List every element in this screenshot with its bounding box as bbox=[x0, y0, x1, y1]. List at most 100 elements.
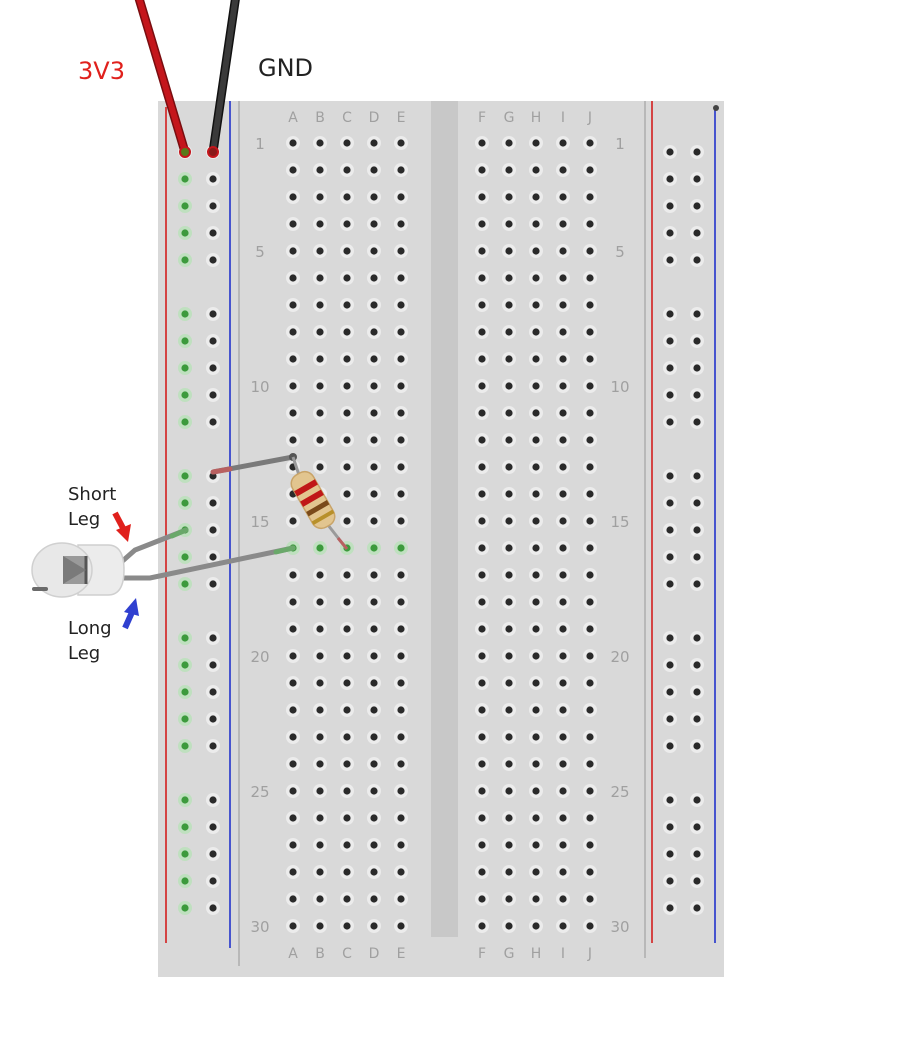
column-label: D bbox=[369, 110, 380, 126]
breadboard-hole bbox=[663, 172, 677, 186]
breadboard-hole bbox=[286, 433, 300, 447]
breadboard-hole bbox=[583, 838, 597, 852]
breadboard-hole bbox=[394, 406, 408, 420]
column-label: B bbox=[315, 110, 325, 126]
breadboard-hole bbox=[556, 541, 570, 555]
breadboard-hole bbox=[313, 433, 327, 447]
breadboard-hole bbox=[502, 919, 516, 933]
breadboard-hole bbox=[475, 433, 489, 447]
breadboard-hole bbox=[556, 784, 570, 798]
breadboard-hole bbox=[690, 874, 704, 888]
breadboard-hole bbox=[502, 514, 516, 528]
breadboard-hole bbox=[313, 244, 327, 258]
breadboard-hole bbox=[206, 901, 220, 915]
breadboard-hole-connected bbox=[178, 874, 192, 888]
breadboard-hole bbox=[475, 379, 489, 393]
breadboard-hole bbox=[367, 676, 381, 690]
breadboard-hole bbox=[502, 676, 516, 690]
row-label: 10 bbox=[250, 378, 269, 396]
breadboard-hole bbox=[313, 757, 327, 771]
breadboard-hole bbox=[583, 811, 597, 825]
breadboard-hole bbox=[340, 595, 354, 609]
breadboard-hole bbox=[556, 595, 570, 609]
breadboard-hole bbox=[340, 703, 354, 717]
power-wire-3v3-core bbox=[136, 0, 188, 155]
column-label: I bbox=[561, 110, 565, 126]
breadboard-hole bbox=[529, 757, 543, 771]
breadboard-holes bbox=[178, 136, 704, 933]
breadboard-hole bbox=[556, 568, 570, 582]
breadboard-hole bbox=[206, 334, 220, 348]
breadboard-hole bbox=[286, 649, 300, 663]
breadboard-hole bbox=[394, 892, 408, 906]
breadboard-hole bbox=[313, 379, 327, 393]
breadboard-hole bbox=[663, 847, 677, 861]
breadboard-hole bbox=[340, 757, 354, 771]
breadboard-hole bbox=[206, 172, 220, 186]
breadboard-hole bbox=[475, 514, 489, 528]
breadboard-hole bbox=[313, 352, 327, 366]
breadboard-hole-connected bbox=[178, 334, 192, 348]
breadboard-hole bbox=[583, 325, 597, 339]
breadboard-hole bbox=[286, 514, 300, 528]
breadboard-hole bbox=[556, 865, 570, 879]
breadboard-hole bbox=[394, 244, 408, 258]
breadboard-hole bbox=[663, 739, 677, 753]
breadboard-hole bbox=[663, 712, 677, 726]
breadboard-hole bbox=[367, 865, 381, 879]
breadboard-hole bbox=[529, 433, 543, 447]
breadboard-hole bbox=[367, 730, 381, 744]
breadboard-hole bbox=[663, 361, 677, 375]
breadboard-hole bbox=[690, 307, 704, 321]
breadboard-hole bbox=[367, 811, 381, 825]
breadboard-hole bbox=[583, 487, 597, 501]
breadboard-hole bbox=[529, 622, 543, 636]
breadboard-hole bbox=[313, 622, 327, 636]
breadboard-hole bbox=[583, 379, 597, 393]
breadboard-hole bbox=[286, 163, 300, 177]
breadboard-hole bbox=[583, 730, 597, 744]
breadboard-hole bbox=[206, 739, 220, 753]
breadboard-hole bbox=[502, 568, 516, 582]
breadboard-hole bbox=[475, 568, 489, 582]
breadboard-hole bbox=[394, 757, 408, 771]
column-label: G bbox=[504, 946, 515, 962]
row-label: 25 bbox=[250, 783, 269, 801]
row-label: 15 bbox=[610, 513, 629, 531]
breadboard-hole bbox=[583, 352, 597, 366]
breadboard-hole bbox=[529, 865, 543, 879]
breadboard-hole bbox=[286, 352, 300, 366]
breadboard-hole bbox=[394, 811, 408, 825]
breadboard-hole bbox=[286, 865, 300, 879]
breadboard-hole bbox=[502, 649, 516, 663]
breadboard-hole bbox=[583, 595, 597, 609]
breadboard-hole-connected bbox=[178, 172, 192, 186]
rail-end-clip bbox=[713, 105, 719, 111]
breadboard-hole bbox=[502, 811, 516, 825]
breadboard-hole bbox=[663, 550, 677, 564]
breadboard-hole bbox=[206, 874, 220, 888]
center-channel bbox=[431, 101, 458, 937]
breadboard-hole bbox=[529, 514, 543, 528]
breadboard-hole bbox=[556, 352, 570, 366]
breadboard-hole bbox=[663, 631, 677, 645]
column-label: H bbox=[531, 110, 542, 126]
breadboard-hole bbox=[583, 568, 597, 582]
breadboard-hole bbox=[690, 901, 704, 915]
row-label: 10 bbox=[610, 378, 629, 396]
breadboard-hole bbox=[556, 136, 570, 150]
breadboard-hole bbox=[340, 622, 354, 636]
breadboard-hole bbox=[502, 406, 516, 420]
breadboard-hole bbox=[556, 622, 570, 636]
breadboard-hole-connected bbox=[178, 658, 192, 672]
breadboard-hole bbox=[502, 433, 516, 447]
breadboard-hole bbox=[394, 190, 408, 204]
breadboard-hole bbox=[502, 244, 516, 258]
breadboard-hole bbox=[583, 622, 597, 636]
breadboard-hole-connected bbox=[178, 253, 192, 267]
breadboard-hole bbox=[340, 433, 354, 447]
breadboard-hole bbox=[529, 919, 543, 933]
row-label: 25 bbox=[610, 783, 629, 801]
breadboard-hole bbox=[367, 163, 381, 177]
breadboard-hole bbox=[367, 622, 381, 636]
